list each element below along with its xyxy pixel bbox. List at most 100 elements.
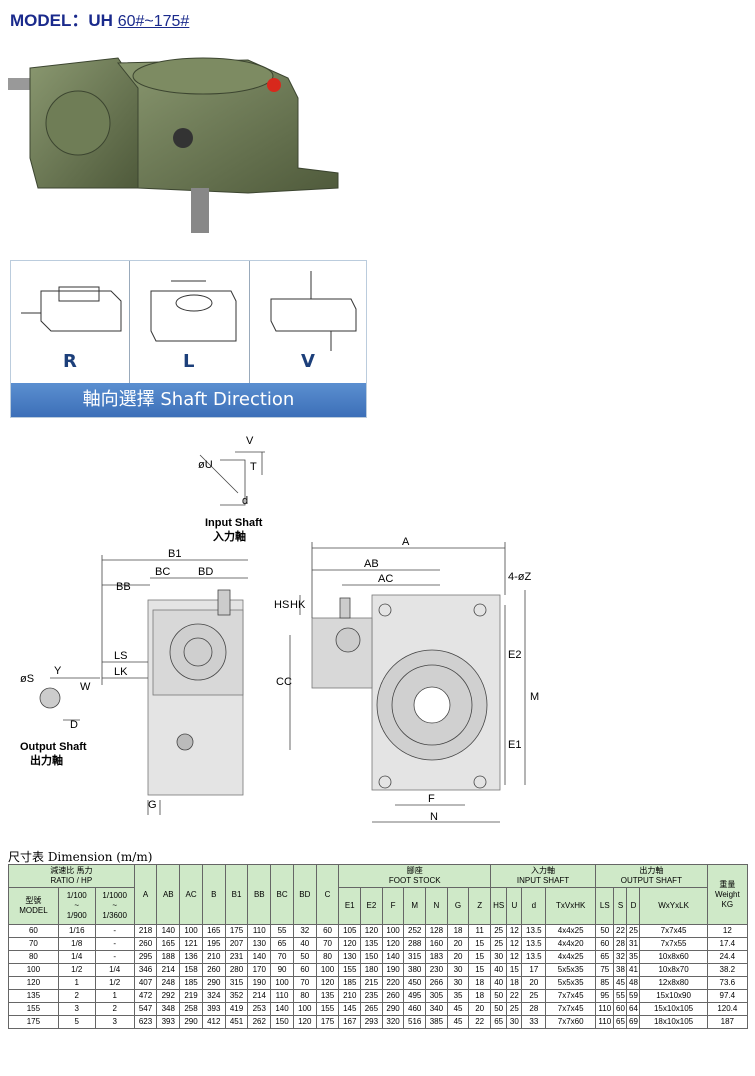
table-cell: 188 bbox=[156, 950, 181, 964]
col-n: N bbox=[425, 887, 448, 925]
oil-plug bbox=[267, 78, 281, 92]
dim-u: øU bbox=[198, 459, 213, 471]
table-cell: 210 bbox=[338, 989, 362, 1003]
table-cell: 85 bbox=[595, 976, 615, 990]
table-cell: 45 bbox=[613, 976, 628, 990]
table-cell: 4x4x25 bbox=[545, 950, 597, 964]
table-cell: 65 bbox=[270, 937, 294, 951]
table-cell: 22 bbox=[468, 1015, 492, 1029]
table-cell: 135 bbox=[8, 989, 59, 1003]
table-cell: 407 bbox=[133, 976, 158, 990]
direction-v[interactable]: V bbox=[301, 351, 315, 372]
table-cell: 380 bbox=[403, 963, 427, 977]
table-cell: 352 bbox=[224, 989, 249, 1003]
table-cell: 13.5 bbox=[521, 950, 547, 964]
dim-w: W bbox=[80, 681, 91, 693]
table-cell: 175 bbox=[224, 924, 249, 938]
table-cell: 120 bbox=[381, 937, 405, 951]
table-cell: 2 bbox=[57, 989, 96, 1003]
table-cell: 38 bbox=[613, 963, 628, 977]
dim-hs: HS bbox=[274, 599, 289, 611]
table-cell: 260 bbox=[381, 989, 405, 1003]
table-cell: 80 bbox=[292, 989, 317, 1003]
col-bb: BB bbox=[247, 864, 272, 925]
dim-g: G bbox=[148, 799, 157, 811]
dim-s: øS bbox=[20, 673, 34, 685]
table-cell: 10x8x60 bbox=[639, 950, 708, 964]
model-range-link[interactable]: 60#~175# bbox=[117, 13, 190, 30]
table-cell: 18 bbox=[468, 976, 492, 990]
table-cell: 18x10x105 bbox=[639, 1015, 708, 1029]
table-cell: 120 bbox=[292, 1015, 317, 1029]
table-cell: - bbox=[94, 924, 135, 938]
table-cell: 140 bbox=[270, 1002, 294, 1016]
table-cell: 185 bbox=[179, 976, 203, 990]
table-cell: 235 bbox=[360, 989, 383, 1003]
col-f: F bbox=[381, 887, 405, 925]
table-cell: 35 bbox=[626, 950, 641, 964]
input-shaft-label-en: Input Shaft bbox=[205, 517, 263, 529]
table-cell: 105 bbox=[338, 924, 362, 938]
table-cell: 7x7x45 bbox=[545, 989, 597, 1003]
output-shaft bbox=[191, 188, 209, 233]
table-cell: 231 bbox=[224, 950, 249, 964]
table-cell: 15 bbox=[506, 963, 523, 977]
table-cell: 15 bbox=[468, 950, 492, 964]
dim-lk: LK bbox=[114, 666, 128, 678]
table-cell: 120 bbox=[315, 976, 340, 990]
direction-r[interactable]: R bbox=[63, 351, 77, 372]
table-cell: 12x8x80 bbox=[639, 976, 708, 990]
input-shaft-label-zh: 入力軸 bbox=[213, 529, 246, 543]
table-cell: 288 bbox=[403, 937, 427, 951]
table-cell: 73.6 bbox=[706, 976, 749, 990]
dim-y: Y bbox=[54, 665, 62, 677]
table-cell: 1/4 bbox=[57, 950, 96, 964]
table-cell: 460 bbox=[403, 1002, 427, 1016]
table-cell: 40 bbox=[490, 963, 508, 977]
table-cell: 214 bbox=[247, 989, 272, 1003]
table-cell: 495 bbox=[403, 989, 427, 1003]
table-cell: 280 bbox=[224, 963, 249, 977]
direction-l[interactable]: L bbox=[183, 351, 195, 372]
table-cell: 260 bbox=[133, 937, 158, 951]
table-cell: 30 bbox=[446, 976, 470, 990]
dim-m: M bbox=[530, 691, 539, 703]
shaft-direction-panel: R L V 軸向選擇 Shaft Direction bbox=[10, 260, 367, 418]
dim-e2: E2 bbox=[508, 649, 521, 661]
table-cell: 155 bbox=[8, 1002, 59, 1016]
table-cell: 20 bbox=[521, 976, 547, 990]
table-cell: 130 bbox=[338, 950, 362, 964]
table-cell: 315 bbox=[403, 950, 427, 964]
col-ls: LS bbox=[595, 887, 615, 925]
table-cell: 10x8x70 bbox=[639, 963, 708, 977]
table-cell: 1 bbox=[57, 976, 96, 990]
table-cell: 35 bbox=[446, 989, 470, 1003]
direction-drawings bbox=[21, 271, 357, 351]
table-cell: 265 bbox=[360, 1002, 383, 1016]
table-cell: 80 bbox=[315, 950, 340, 964]
table-cell: 25 bbox=[490, 937, 508, 951]
table-cell: 25 bbox=[506, 1002, 523, 1016]
table-cell: 412 bbox=[201, 1015, 226, 1029]
table-cell: 45 bbox=[446, 1002, 470, 1016]
table-cell: 20 bbox=[468, 1002, 492, 1016]
table-cell: 70 bbox=[315, 937, 340, 951]
col-b1: B1 bbox=[224, 864, 249, 925]
table-cell: 65 bbox=[613, 1015, 628, 1029]
table-cell: 17.4 bbox=[706, 937, 749, 951]
ratio-a-header: 1/100~1/900 bbox=[57, 887, 96, 925]
table-cell: 130 bbox=[247, 937, 272, 951]
col-d-in: d bbox=[521, 887, 547, 925]
output-shaft-label-zh: 出力軸 bbox=[30, 753, 63, 767]
table-cell: 185 bbox=[338, 976, 362, 990]
table-cell: 516 bbox=[403, 1015, 427, 1029]
table-cell: 230 bbox=[425, 963, 448, 977]
col-e1: E1 bbox=[338, 887, 362, 925]
table-cell: 315 bbox=[224, 976, 249, 990]
page-title: MODEL：UH 60#~175# bbox=[10, 6, 189, 31]
